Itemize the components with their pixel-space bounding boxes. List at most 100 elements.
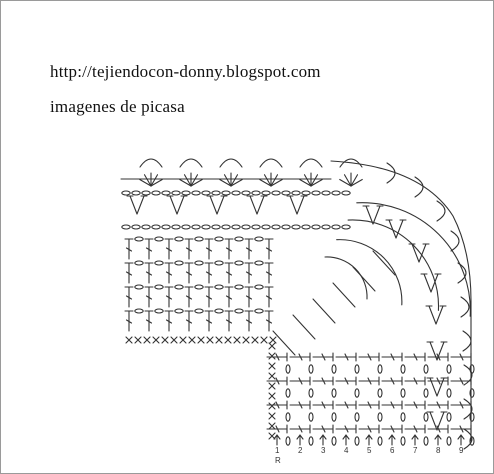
sc-stitch-symbol [215, 336, 223, 344]
chain-stitch-symbol [154, 308, 164, 314]
chain-stitch-symbol [291, 190, 301, 196]
chain-stitch-symbol [321, 224, 331, 230]
fan-post-symbol [150, 178, 163, 187]
chain-stitch-symbol [423, 436, 429, 446]
sc-stitch-symbol [268, 402, 276, 410]
chain-stitch-symbol [254, 260, 264, 266]
chain-stitch-symbol [214, 236, 224, 242]
fan-post-symbol [339, 178, 352, 187]
picot-arch-symbol [414, 176, 424, 198]
dc-stitch-symbol [244, 238, 254, 260]
chain-stitch-symbol [331, 436, 337, 446]
chain-stitch-symbol [377, 364, 383, 374]
dc-stitch-symbol [124, 262, 134, 284]
sc-stitch-symbol [268, 412, 276, 420]
chain-stitch-symbol [423, 388, 429, 398]
chain-stitch-symbol [400, 412, 406, 422]
chain-stitch-symbol [191, 190, 201, 196]
picot-arch-symbol [259, 158, 283, 168]
dc-stitch-symbol [427, 424, 449, 434]
dc-stitch-symbol [381, 400, 403, 410]
picot-arch-symbol [463, 364, 473, 386]
chain-stitch-symbol [400, 364, 406, 374]
chain-stitch-symbol [214, 284, 224, 290]
picot-arch-symbol [457, 262, 467, 284]
chain-stitch-symbol [308, 364, 314, 374]
chain-stitch-symbol [131, 190, 141, 196]
chain-stitch-symbol [214, 260, 224, 266]
v-stitch-symbol [426, 341, 448, 361]
picot-arch-symbol [386, 162, 396, 184]
dc-stitch-symbol [381, 352, 403, 362]
chain-stitch-symbol [331, 224, 341, 230]
sc-stitch-symbol [268, 382, 276, 390]
fan-post-symbol [343, 174, 352, 187]
fan-post-symbol [179, 178, 192, 187]
row-arrow-symbol [411, 434, 419, 446]
dc-stitch-symbol [404, 424, 426, 434]
dc-stitch-symbol [124, 238, 134, 260]
sc-stitch-symbol [268, 342, 276, 350]
v-stitch-symbol [425, 305, 447, 325]
chain-stitch-symbol [214, 308, 224, 314]
chain-stitch-symbol [231, 224, 241, 230]
picot-arch-symbol [462, 330, 472, 352]
dc-stitch-symbol [381, 376, 403, 386]
v-stitch-symbol [362, 205, 384, 225]
sc-stitch-symbol [143, 336, 151, 344]
dc-stitch-symbol [204, 310, 214, 332]
chain-stitch-symbol [154, 236, 164, 242]
dc-stitch-symbol [164, 286, 174, 308]
chain-stitch-symbol [285, 412, 291, 422]
chain-stitch-symbol [134, 236, 144, 242]
chain-stitch-symbol [251, 190, 261, 196]
chain-stitch-symbol [308, 412, 314, 422]
sc-stitch-symbol [268, 432, 276, 440]
row-label: 6 [390, 446, 395, 455]
row-arrow-symbol [319, 434, 327, 446]
fan-post-symbol [270, 174, 279, 187]
corner-arc-row [324, 256, 368, 300]
chain-stitch-symbol [377, 388, 383, 398]
chain-stitch-symbol [174, 308, 184, 314]
fan-post-symbol [350, 174, 359, 187]
chain-stitch-symbol [234, 236, 244, 242]
chain-stitch-symbol [400, 388, 406, 398]
chain-stitch-symbol [469, 388, 475, 398]
picot-arch-symbol [460, 296, 470, 318]
dc-stitch-symbol [204, 286, 214, 308]
row-label: 8 [436, 446, 441, 455]
fan-post-symbol [263, 174, 272, 187]
fan-post-symbol [270, 178, 283, 187]
chain-stitch-symbol [311, 190, 321, 196]
dc-stitch-symbol [266, 424, 288, 434]
dc-stitch-symbol [450, 352, 472, 362]
sc-stitch-symbol [170, 336, 178, 344]
dc-stitch-symbol [224, 286, 234, 308]
dc-stitch-symbol [358, 376, 380, 386]
chain-stitch-symbol [151, 224, 161, 230]
fan-post-symbol [223, 174, 232, 187]
dc-stitch-symbol [312, 376, 334, 386]
chain-stitch-symbol [134, 284, 144, 290]
chain-stitch-symbol [377, 436, 383, 446]
chain-stitch-symbol [281, 190, 291, 196]
chain-stitch-symbol [154, 260, 164, 266]
sc-stitch-symbol [268, 392, 276, 400]
dc-stitch-symbol [204, 262, 214, 284]
chain-stitch-symbol [221, 190, 231, 196]
chain-stitch-symbol [354, 388, 360, 398]
chain-stitch-symbol [308, 436, 314, 446]
corner-arc-row [336, 239, 403, 306]
corner-diagonal-symbol [312, 298, 336, 324]
v-stitch-symbol [385, 219, 407, 239]
dc-stitch-symbol [184, 310, 194, 332]
chain-stitch-symbol [311, 224, 321, 230]
chain-stitch-symbol [261, 224, 271, 230]
picot-arch-symbol [463, 398, 473, 420]
dc-stitch-symbol [404, 400, 426, 410]
dc-stitch-symbol [264, 238, 274, 260]
sc-stitch-symbol [269, 336, 277, 344]
row-label: 3 [321, 446, 326, 455]
sc-stitch-symbol [224, 336, 232, 344]
